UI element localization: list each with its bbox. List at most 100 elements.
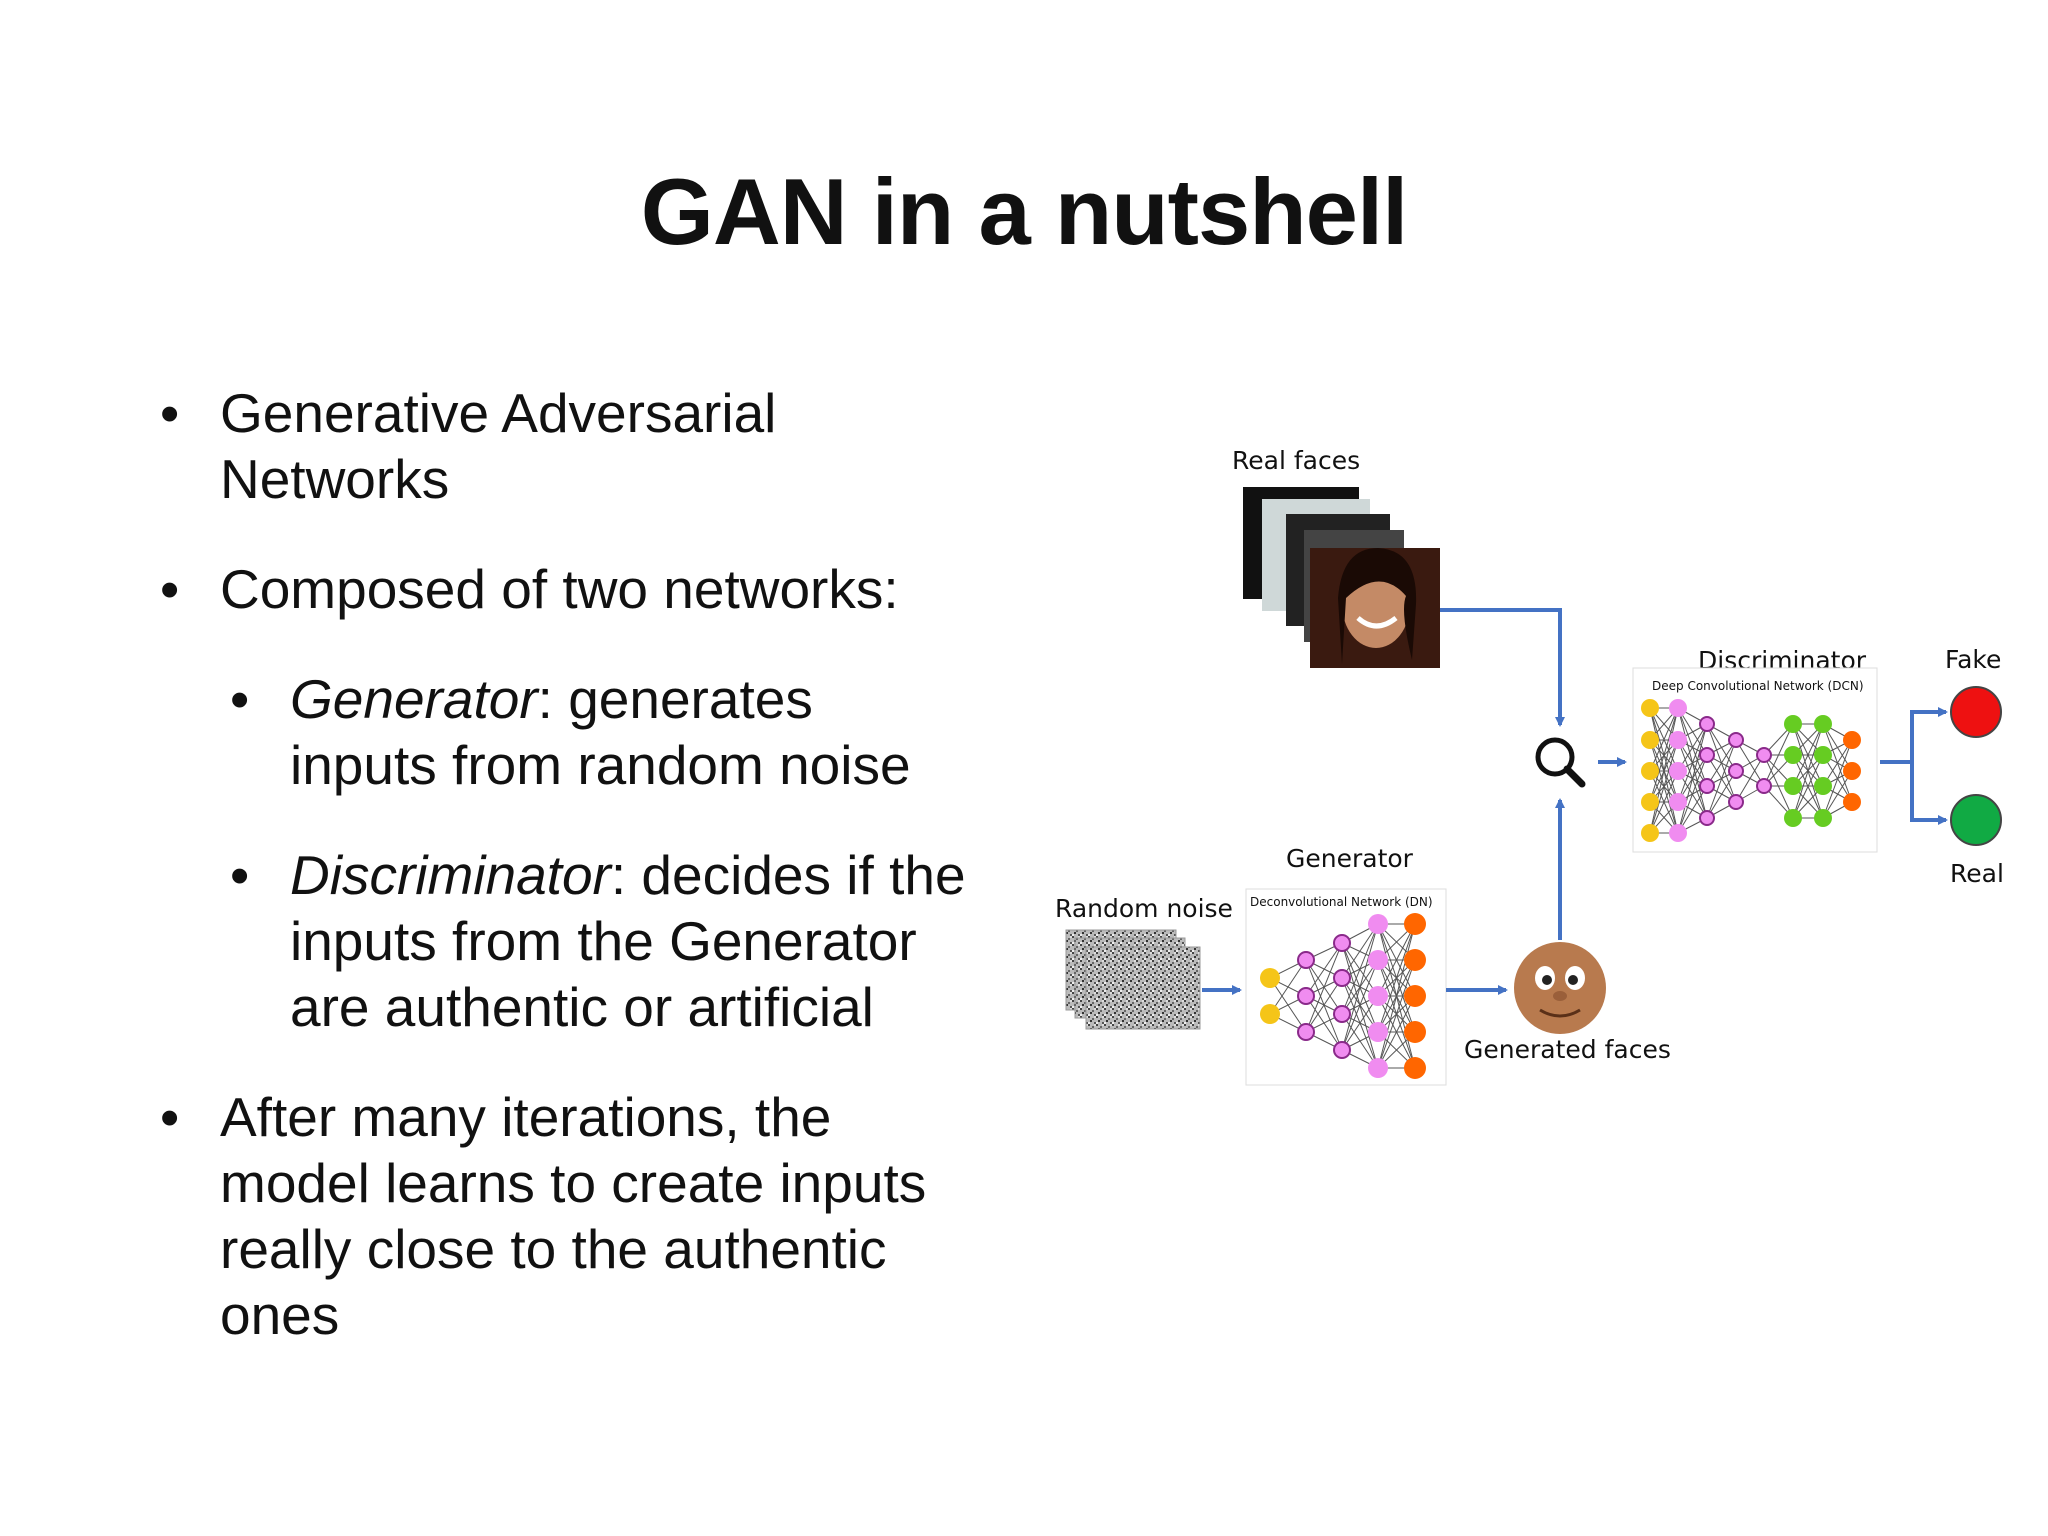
discriminator-node [1669,762,1687,780]
bullet-list: Generative Adversarial Networks Composed… [150,380,970,1392]
real-label: Real [1950,859,2004,888]
discriminator-edge [1649,770,1679,834]
generator-node [1297,951,1315,969]
generator-node [1368,986,1388,1006]
generator-edge [1305,942,1343,997]
generator-node [1368,1058,1388,1078]
generated-faces-label: Generated faces [1464,1035,1671,1064]
generator-node [1368,914,1388,934]
discriminator-edge [1677,785,1708,834]
generator-edge [1377,923,1416,1033]
discriminator-edge [1677,723,1708,772]
generator-node [1260,1004,1280,1024]
discriminator-node [1814,809,1832,827]
generator-edge [1377,923,1416,1069]
magnifier-icon [1535,737,1586,788]
generator-edge [1341,923,1379,1051]
generator-node [1404,1021,1426,1043]
generator-network: Deconvolutional Network (DN) [1245,888,1447,1086]
generator-node [1368,1022,1388,1042]
discriminator-node [1699,747,1715,763]
generator-edge [1305,942,1343,1033]
real-output-node [1950,794,2002,846]
discriminator-edge [1822,770,1853,819]
discriminator-node [1784,746,1802,764]
fake-output-node [1950,686,2002,738]
bullet-iterations: After many iterations, the model learns … [150,1084,970,1348]
sub-bullet-generator: Generator: generates inputs from random … [150,666,970,798]
discriminator-node [1843,793,1861,811]
generator-sublabel: Deconvolutional Network (DN) [1250,895,1433,909]
discriminator-node [1641,793,1659,811]
discriminator-node [1669,699,1687,717]
generator-node [1404,913,1426,935]
discriminator-node [1814,777,1832,795]
discriminator-node [1756,778,1772,794]
real-faces-label: Real faces [1232,446,1360,475]
fake-label: Fake [1945,645,2001,674]
generator-edge [1341,923,1379,1015]
discriminator-edge [1706,739,1737,787]
discriminator-description: : decides if the inputs from the Generat… [290,844,966,1038]
discriminator-node [1669,731,1687,749]
discriminator-edge [1792,754,1824,819]
generator-node [1333,1005,1351,1023]
discriminator-node [1641,824,1659,842]
cartoon-face-icon [1514,942,1606,1034]
discriminator-edge [1706,739,1737,819]
discriminator-edge [1792,723,1824,787]
generator-node [1404,985,1426,1007]
generator-node [1333,969,1351,987]
discriminator-edge [1792,723,1824,819]
discriminator-sublabel: Deep Convolutional Network (DCN) [1652,679,1864,693]
sub-bullet-discriminator: Discriminator: decides if the inputs fro… [150,842,970,1040]
discriminator-node [1669,793,1687,811]
bullet-gan-definition: Generative Adversarial Networks [150,380,970,512]
discriminator-node [1814,746,1832,764]
discriminator-edge [1649,739,1679,834]
generator-label: Generator [1286,844,1414,873]
discriminator-edge [1677,754,1708,834]
discriminator-node [1699,716,1715,732]
slide-title: GAN in a nutshell [640,159,1408,264]
discriminator-node [1669,824,1687,842]
discriminator-node [1784,715,1802,733]
generator-edge [1341,923,1379,979]
generator-node [1333,1041,1351,1059]
generator-node [1404,949,1426,971]
generator-description: : generates inputs from random noise [290,668,911,796]
random-noise-label: Random noise [1055,894,1233,923]
generator-node [1368,950,1388,970]
generator-node [1333,934,1351,952]
discriminator-term: Discriminator [290,844,611,906]
discriminator-edge [1677,723,1708,803]
generator-edge [1305,977,1343,1033]
discriminator-node [1756,747,1772,763]
generator-edge [1377,959,1416,1069]
discriminator-node [1728,763,1744,779]
discriminator-node [1728,732,1744,748]
discriminator-edge [1649,707,1679,834]
discriminator-node [1728,794,1744,810]
discriminator-node [1641,762,1659,780]
discriminator-node [1814,715,1832,733]
generator-node [1260,968,1280,988]
discriminator-node [1784,777,1802,795]
discriminator-edge [1822,739,1853,819]
discriminator-node [1641,731,1659,749]
discriminator-edge [1763,723,1794,787]
generator-node [1404,1057,1426,1079]
discriminator-edge [1706,770,1737,819]
discriminator-node [1699,778,1715,794]
discriminator-node [1699,810,1715,826]
discriminator-node [1641,699,1659,717]
discriminator-edge [1677,723,1708,834]
generator-edge [1377,995,1416,1069]
discriminator-node [1843,762,1861,780]
discriminator-edge [1649,707,1679,772]
generator-edge [1341,995,1379,1051]
generator-node [1297,1023,1315,1041]
bullet-two-networks: Composed of two networks: [150,556,970,622]
noise-image-stack-icon [1065,929,1201,1030]
